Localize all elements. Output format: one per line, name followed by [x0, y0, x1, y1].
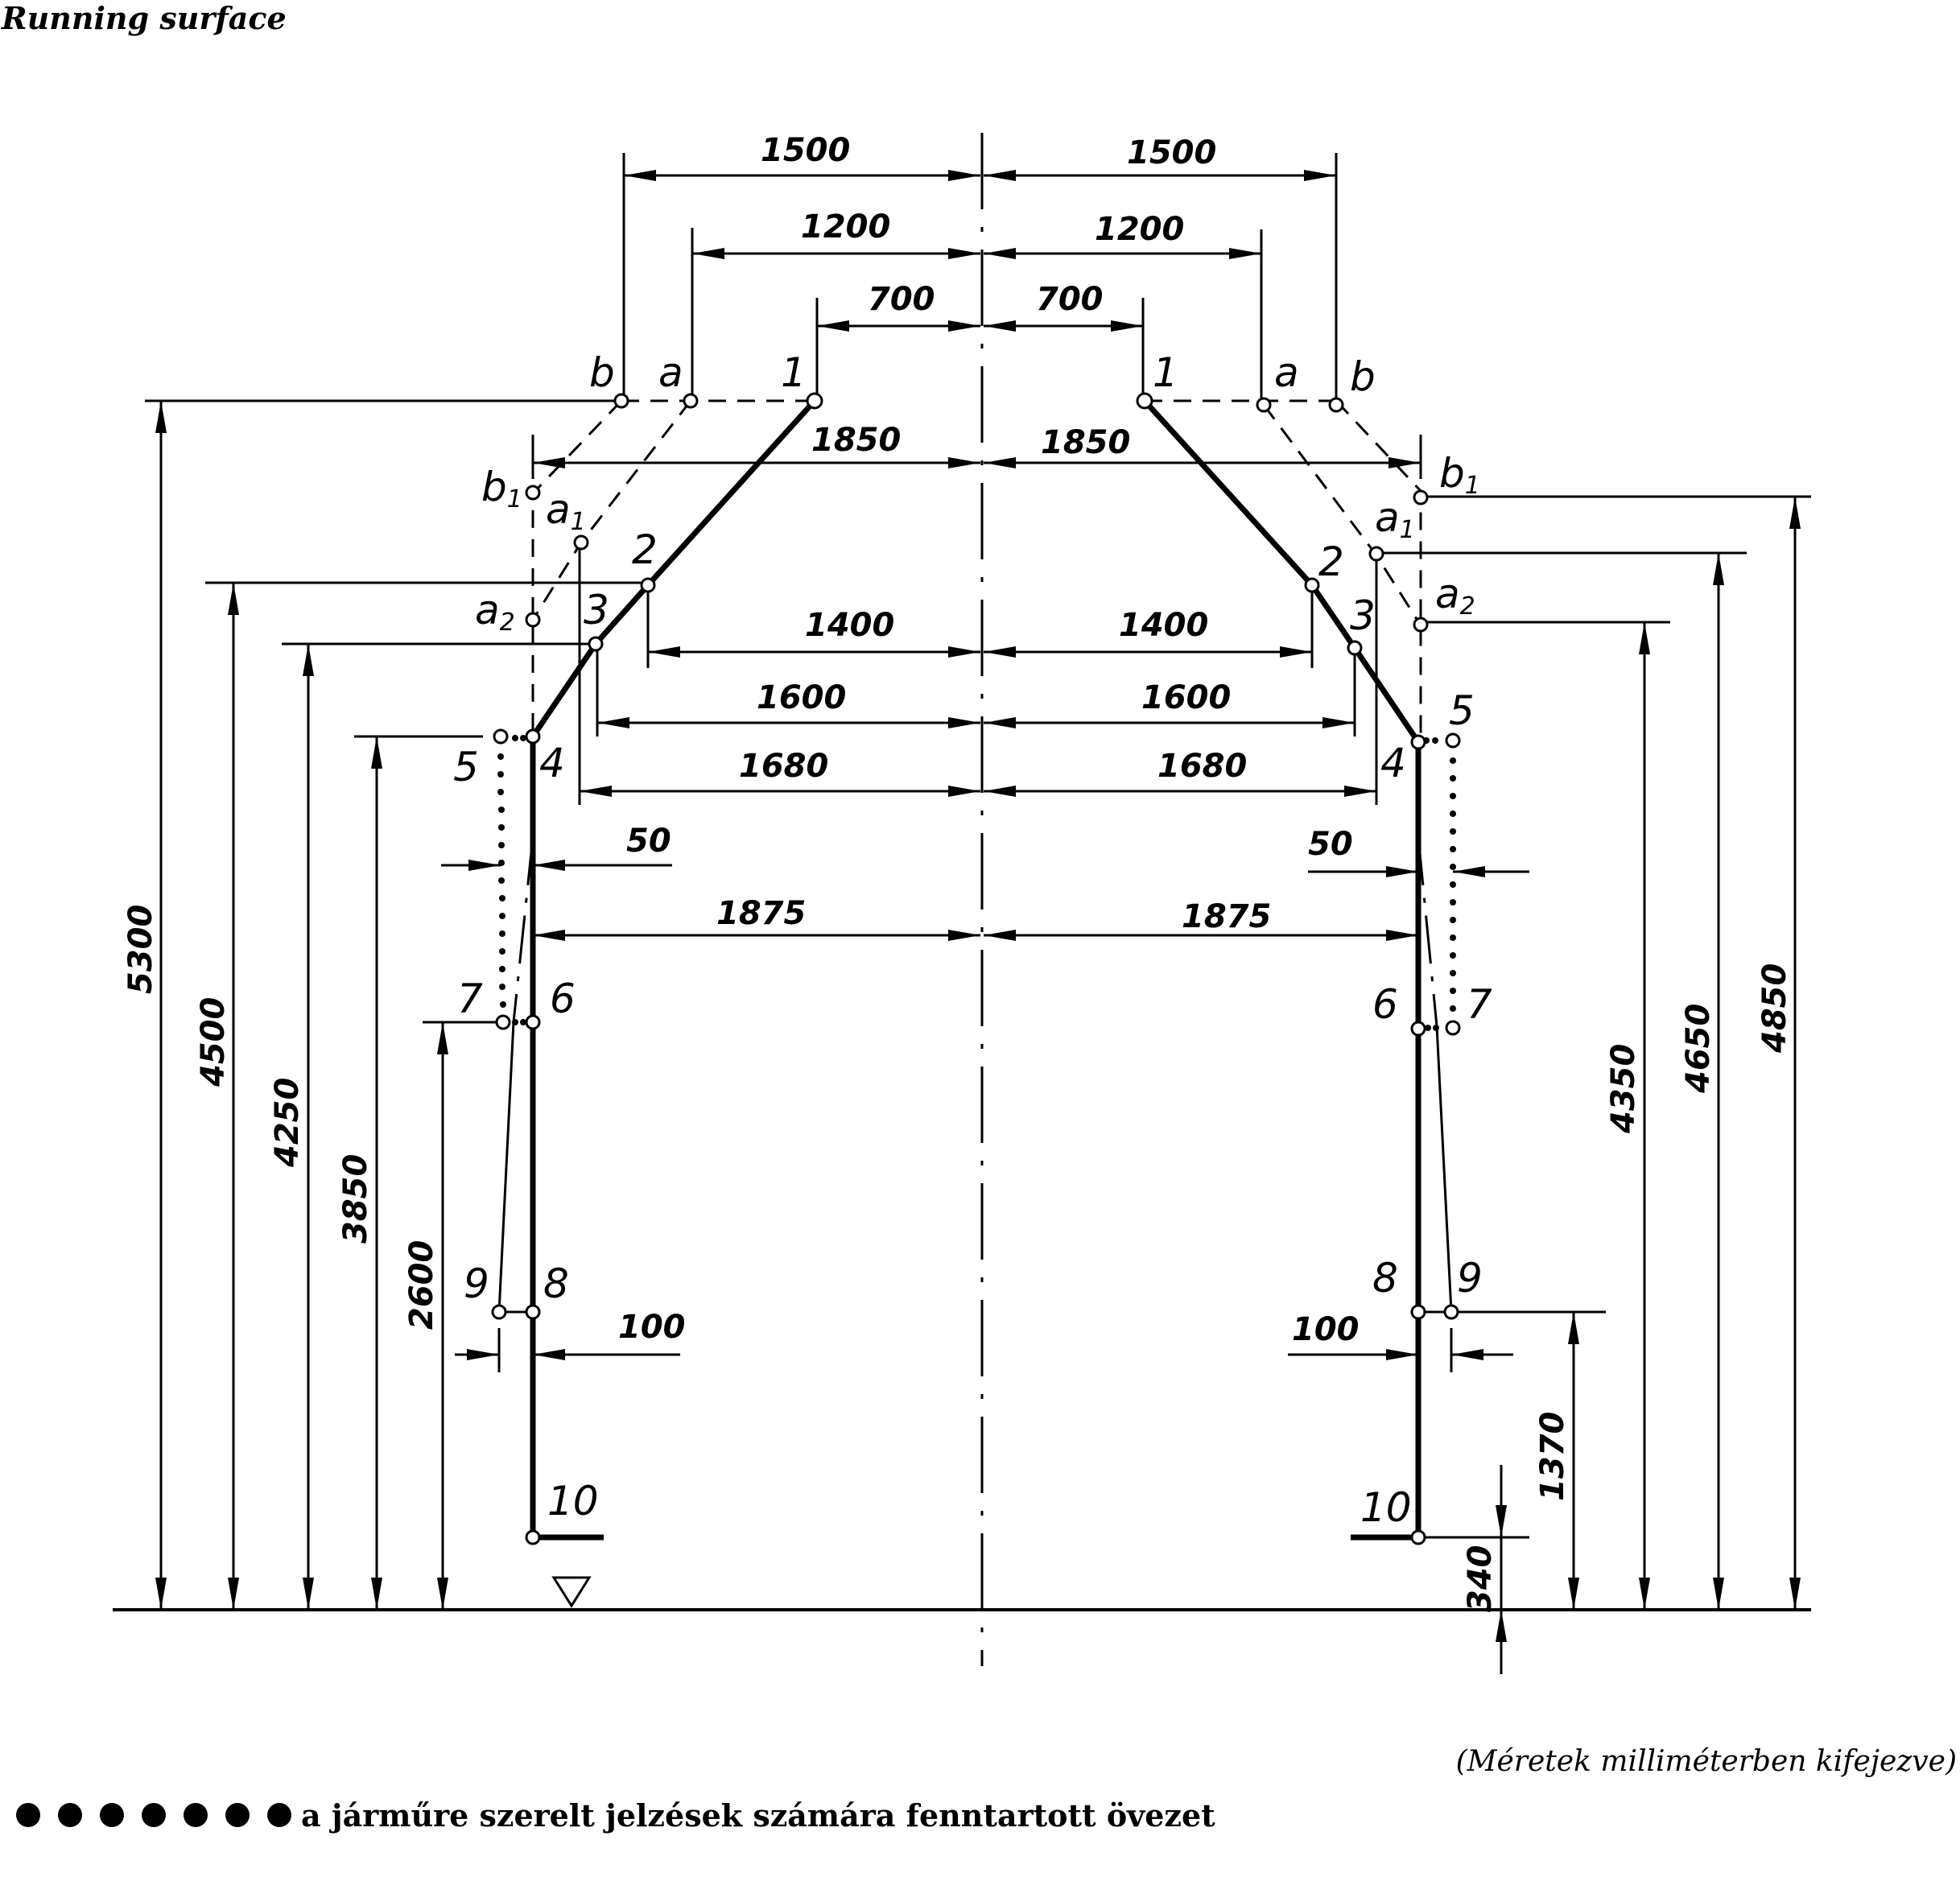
- dimension-numbers-horizontal: 1500 1500 1200 1200 700 700 1850 1850 14…: [618, 132, 1360, 1348]
- label-a1-right: a1: [1375, 494, 1415, 544]
- dim-4850: 4850: [1756, 963, 1793, 1054]
- label-2-right: 2: [1318, 538, 1344, 585]
- dim-1850-right: 1850: [1041, 424, 1130, 461]
- label-1-right: 1: [1153, 349, 1178, 396]
- dim-2600: 2600: [403, 1240, 440, 1330]
- label-a-left: a: [658, 349, 683, 396]
- dimension-numbers-vertical: 5300 4500 4250 3850 2600 4850 4650 4350 …: [122, 905, 1793, 1612]
- extension-lines: [145, 153, 1811, 1539]
- signal-zone-dots: [497, 735, 1456, 1031]
- dim-1500-left: 1500: [761, 132, 850, 169]
- dim-3850: 3850: [337, 1154, 374, 1244]
- dim-1370: 1370: [1534, 1412, 1571, 1501]
- taper-lines: [497, 836, 1453, 1314]
- dim-1680-right: 1680: [1157, 748, 1247, 785]
- label-b1-left: b1: [481, 464, 522, 514]
- horizontal-dimensions: [533, 170, 1421, 941]
- dim-4650: 4650: [1680, 1004, 1717, 1094]
- dim-1200-right: 1200: [1095, 211, 1184, 248]
- vertical-dimensions: [155, 401, 1801, 1610]
- main-outline: [530, 398, 1422, 1541]
- heading: Running surface: [2, 0, 287, 36]
- dim-50-right: 50: [1308, 826, 1353, 863]
- label-b-left: b: [589, 349, 615, 396]
- legend-text: a járműre szerelt jelzések számára fennt…: [301, 1797, 1215, 1834]
- dim-1500-right: 1500: [1127, 134, 1216, 171]
- dim-4250: 4250: [269, 1078, 306, 1168]
- running-surface-icon: [551, 1576, 592, 1608]
- label-10-right: 10: [1360, 1484, 1412, 1531]
- dim-1600-left: 1600: [757, 679, 846, 716]
- label-2-left: 2: [632, 526, 658, 573]
- outline-left: [530, 398, 817, 1541]
- label-7-right: 7: [1467, 981, 1492, 1028]
- dim-700-left: 700: [868, 281, 935, 318]
- label-7-left: 7: [457, 976, 483, 1022]
- small-dimensions: [441, 860, 1529, 1360]
- label-6-right: 6: [1372, 981, 1398, 1028]
- dim-1680-left: 1680: [739, 748, 828, 785]
- label-a2-right: a2: [1435, 571, 1475, 621]
- base-lines: [113, 133, 1811, 1666]
- label-5-right: 5: [1449, 687, 1475, 734]
- profile-b-left: [531, 399, 623, 735]
- dim-1600-right: 1600: [1141, 679, 1231, 716]
- label-4-left: 4: [539, 740, 565, 786]
- dim-1200-left: 1200: [801, 208, 890, 245]
- dotted-line-symbol-icon: [16, 1803, 291, 1827]
- dim-700-right: 700: [1036, 281, 1104, 318]
- label-9-left: 9: [464, 1260, 489, 1307]
- label-6-left: 6: [550, 976, 576, 1022]
- label-1-left: 1: [781, 349, 807, 396]
- label-9-right: 9: [1457, 1255, 1483, 1302]
- dim-1875-right: 1875: [1182, 898, 1271, 935]
- dim-4500: 4500: [195, 997, 232, 1087]
- label-a2-left: a2: [475, 587, 515, 637]
- label-b-right: b: [1350, 353, 1376, 400]
- label-10-left: 10: [547, 1478, 599, 1524]
- point-labels: b a 1 1 a b b1 a1 2 a2 3 5 4 7 6 9 8 10 …: [453, 349, 1492, 1531]
- dim-1850-left: 1850: [811, 422, 901, 459]
- dim-1400-left: 1400: [805, 607, 894, 644]
- point-markers: [491, 392, 1461, 1545]
- units-note: (Méretek milliméterben kifejezve): [1455, 1745, 1957, 1778]
- label-3-left: 3: [584, 587, 609, 633]
- dim-100-right: 100: [1292, 1311, 1360, 1348]
- label-4-right: 4: [1380, 740, 1406, 786]
- label-a1-left: a1: [546, 486, 586, 536]
- legend: a járműre szerelt jelzések számára fennt…: [16, 1791, 1215, 1839]
- outline-right: [1142, 398, 1422, 1541]
- dim-100-left: 100: [618, 1309, 686, 1346]
- dim-340: 340: [1462, 1545, 1499, 1613]
- dim-4350: 4350: [1605, 1044, 1642, 1134]
- label-3-right: 3: [1350, 592, 1376, 639]
- dim-5300: 5300: [122, 905, 159, 994]
- label-8-left: 8: [543, 1260, 569, 1307]
- label-5-left: 5: [453, 744, 479, 790]
- label-b1-right: b1: [1439, 450, 1480, 500]
- dim-50-left: 50: [626, 823, 671, 860]
- dim-1875-left: 1875: [716, 895, 806, 932]
- label-a-right: a: [1274, 349, 1299, 396]
- label-8-right: 8: [1372, 1255, 1398, 1302]
- dim-1400-right: 1400: [1119, 607, 1208, 644]
